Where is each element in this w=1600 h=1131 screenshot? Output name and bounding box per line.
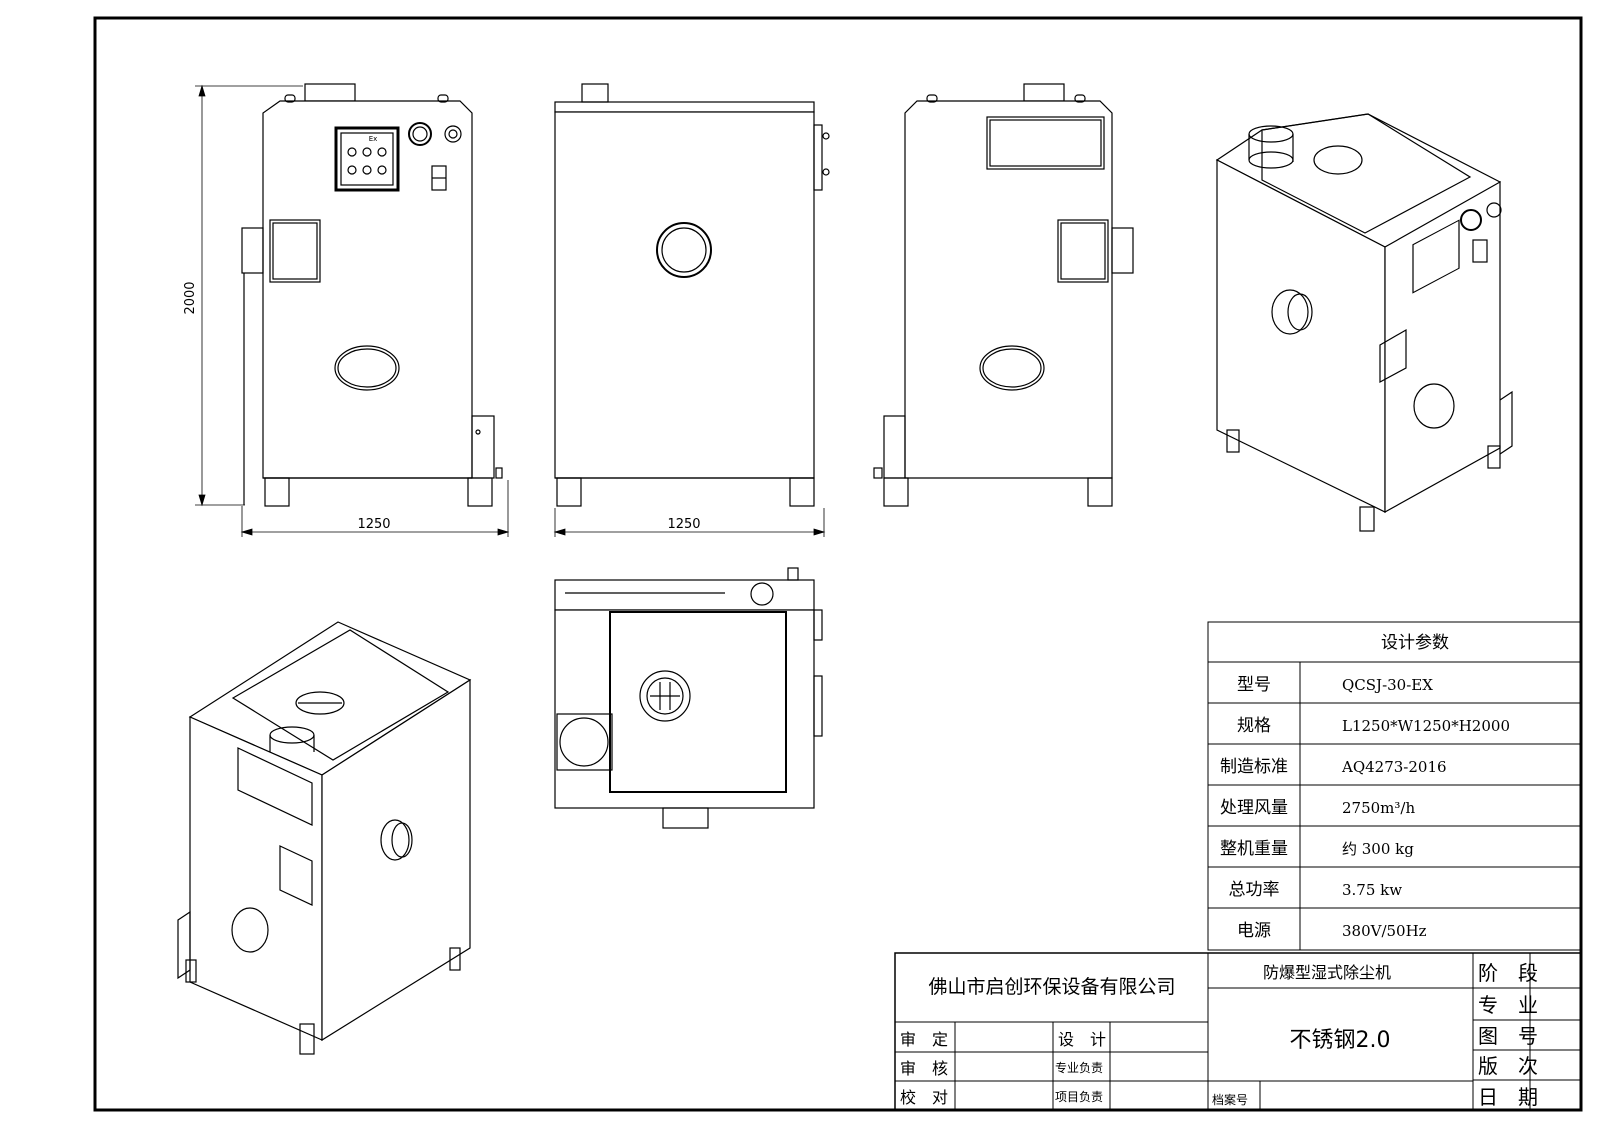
- project-lead-label: 项目负责: [1055, 1090, 1103, 1104]
- isometric-view-right: [1215, 113, 1513, 532]
- design-label: 设 计: [1058, 1030, 1106, 1049]
- rear-elliptical-door: [979, 345, 1045, 391]
- drawing-border: [93, 16, 1583, 1112]
- ex-control-box: [334, 126, 400, 192]
- approve-label: 审 定: [900, 1030, 948, 1049]
- archive-no-label: 档案号: [1212, 1092, 1248, 1107]
- param-label: 总功率: [1229, 880, 1280, 900]
- isometric-view-left: [177, 621, 472, 1055]
- param-label: 整机重量: [1220, 839, 1288, 859]
- param-label: 处理风量: [1220, 798, 1288, 818]
- date-label: 日 期: [1478, 1085, 1538, 1109]
- front-width-label: 1250: [357, 517, 390, 532]
- param-label: 规格: [1237, 716, 1271, 736]
- drawing-no-label: 图 号: [1478, 1024, 1538, 1048]
- param-label: 制造标准: [1220, 757, 1288, 777]
- side-view: [554, 83, 830, 507]
- param-value: 3.75 kw: [1342, 881, 1402, 899]
- param-value: AQ4273-2016: [1341, 758, 1447, 776]
- param-value: L1250*W1250*H2000: [1342, 717, 1510, 735]
- params-table: [1207, 621, 1582, 951]
- ex-mark: Ex: [369, 135, 378, 143]
- elliptical-door: [334, 345, 400, 391]
- param-value: 380V/50Hz: [1342, 922, 1427, 940]
- company-name: 佛山市启创环保设备有限公司: [928, 976, 1175, 998]
- inspection-hatch: [269, 219, 321, 283]
- revision-label: 版 次: [1478, 1054, 1538, 1078]
- side-hatch: [1057, 219, 1109, 283]
- product-name: 防爆型湿式除尘机: [1263, 963, 1391, 982]
- front-view: Ex: [241, 83, 503, 507]
- param-value: 2750m³/h: [1342, 799, 1415, 817]
- check-label: 校 对: [900, 1088, 948, 1107]
- param-label: 型号: [1237, 675, 1271, 695]
- rear-view: [873, 83, 1134, 507]
- title-block: [894, 952, 1582, 1111]
- round-port: [656, 222, 712, 278]
- params-rows: 型号 QCSJ-30-EX 规格 L1250*W1250*H2000 制造标准 AQ427…: [1220, 675, 1510, 941]
- param-value: QCSJ-30-EX: [1342, 676, 1433, 694]
- button-icon: [444, 125, 462, 143]
- fan-port: [639, 670, 691, 722]
- param-value: 约 300 kg: [1342, 840, 1414, 858]
- review-label: 审 核: [900, 1059, 948, 1078]
- gauge-icon: [408, 122, 432, 146]
- params-header: 设计参数: [1381, 633, 1449, 653]
- height-dimension: [195, 84, 303, 507]
- front-width-dimension: [240, 480, 510, 537]
- top-view: [554, 567, 823, 829]
- material-label: 不锈钢2.0: [1290, 1028, 1391, 1053]
- discipline-lead-label: 专业负责: [1055, 1060, 1103, 1075]
- param-label: 电源: [1237, 921, 1271, 941]
- side-inlet: [1271, 289, 1309, 335]
- side-width-dimension: [553, 508, 826, 537]
- side-width-label: 1250: [667, 517, 700, 532]
- stage-label: 阶 段: [1478, 961, 1538, 985]
- height-dimension-label: 2000: [183, 281, 198, 314]
- top-hatch: [986, 116, 1105, 170]
- specialty-label: 专 业: [1478, 993, 1538, 1017]
